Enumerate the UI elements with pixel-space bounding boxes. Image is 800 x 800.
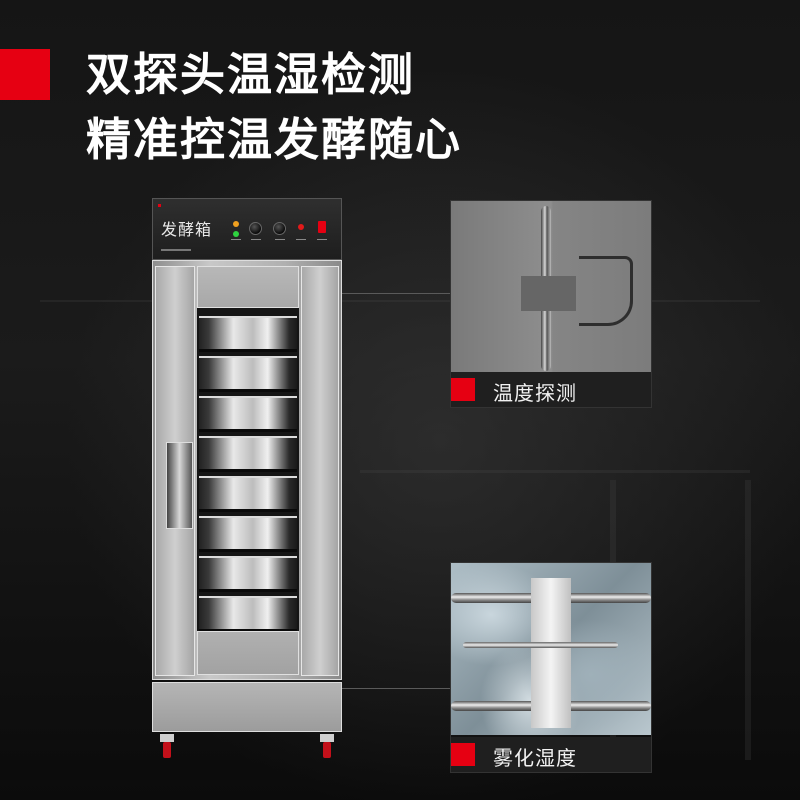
humidity-indicator-icon — [233, 231, 239, 237]
tray — [199, 516, 297, 552]
humidity-probe-icon — [451, 563, 651, 735]
tray — [199, 356, 297, 392]
connector-line-temperature — [342, 293, 450, 294]
control-label — [275, 239, 285, 240]
cabinet-body — [152, 260, 342, 680]
caption-text: 温度探测 — [493, 381, 577, 405]
temperature-probe-icon — [451, 201, 651, 373]
control-label — [296, 239, 306, 240]
humidity-needle — [463, 642, 618, 648]
control-panel: 发酵箱 — [152, 198, 342, 260]
callout-humidity-probe: 雾化湿度 — [450, 562, 652, 773]
caster-wheel-icon — [160, 734, 174, 758]
connector-line-humidity — [342, 688, 450, 689]
panel-title: 发酵箱 — [161, 220, 213, 239]
callout-caption: 雾化湿度 — [451, 737, 651, 772]
door-handle[interactable] — [166, 442, 193, 529]
heating-indicator-icon — [233, 221, 239, 227]
tray — [199, 316, 297, 352]
power-switch[interactable] — [318, 221, 326, 233]
door-right-frame — [301, 266, 339, 676]
caption-accent-square — [451, 743, 475, 766]
probe-clamp — [531, 578, 571, 728]
tray — [199, 476, 297, 512]
headline-line-1: 双探头温湿检测 — [86, 48, 416, 101]
probe-hook — [579, 256, 633, 326]
background-shelf — [40, 300, 760, 302]
background-shelf — [360, 470, 750, 473]
tray — [199, 556, 297, 592]
callout-temperature-probe: 温度探测 — [450, 200, 652, 408]
brand-logo — [158, 204, 161, 208]
accent-square — [0, 49, 50, 100]
probe-clip — [521, 276, 576, 311]
caption-text: 雾化湿度 — [493, 746, 577, 770]
caption-accent-square — [451, 378, 475, 401]
humidity-knob[interactable] — [273, 222, 286, 235]
control-label — [251, 239, 261, 240]
door-left-frame — [155, 266, 195, 676]
proofing-cabinet: 发酵箱 — [152, 198, 342, 758]
glass-window — [197, 308, 299, 632]
tray — [199, 436, 297, 472]
background-post — [745, 480, 751, 760]
caster-wheel-icon — [320, 734, 334, 758]
callout-caption: 温度探测 — [451, 372, 651, 407]
headline-line-2: 精准控温发酵随心 — [86, 113, 463, 166]
window-top-panel — [197, 266, 299, 308]
control-label — [317, 239, 327, 240]
model-label — [161, 249, 191, 251]
power-indicator-icon — [298, 224, 304, 230]
window-bottom-panel — [197, 631, 299, 675]
temperature-knob[interactable] — [249, 222, 262, 235]
control-label — [231, 239, 241, 240]
cabinet-base — [152, 682, 342, 732]
tray — [199, 596, 297, 632]
tray — [199, 396, 297, 432]
